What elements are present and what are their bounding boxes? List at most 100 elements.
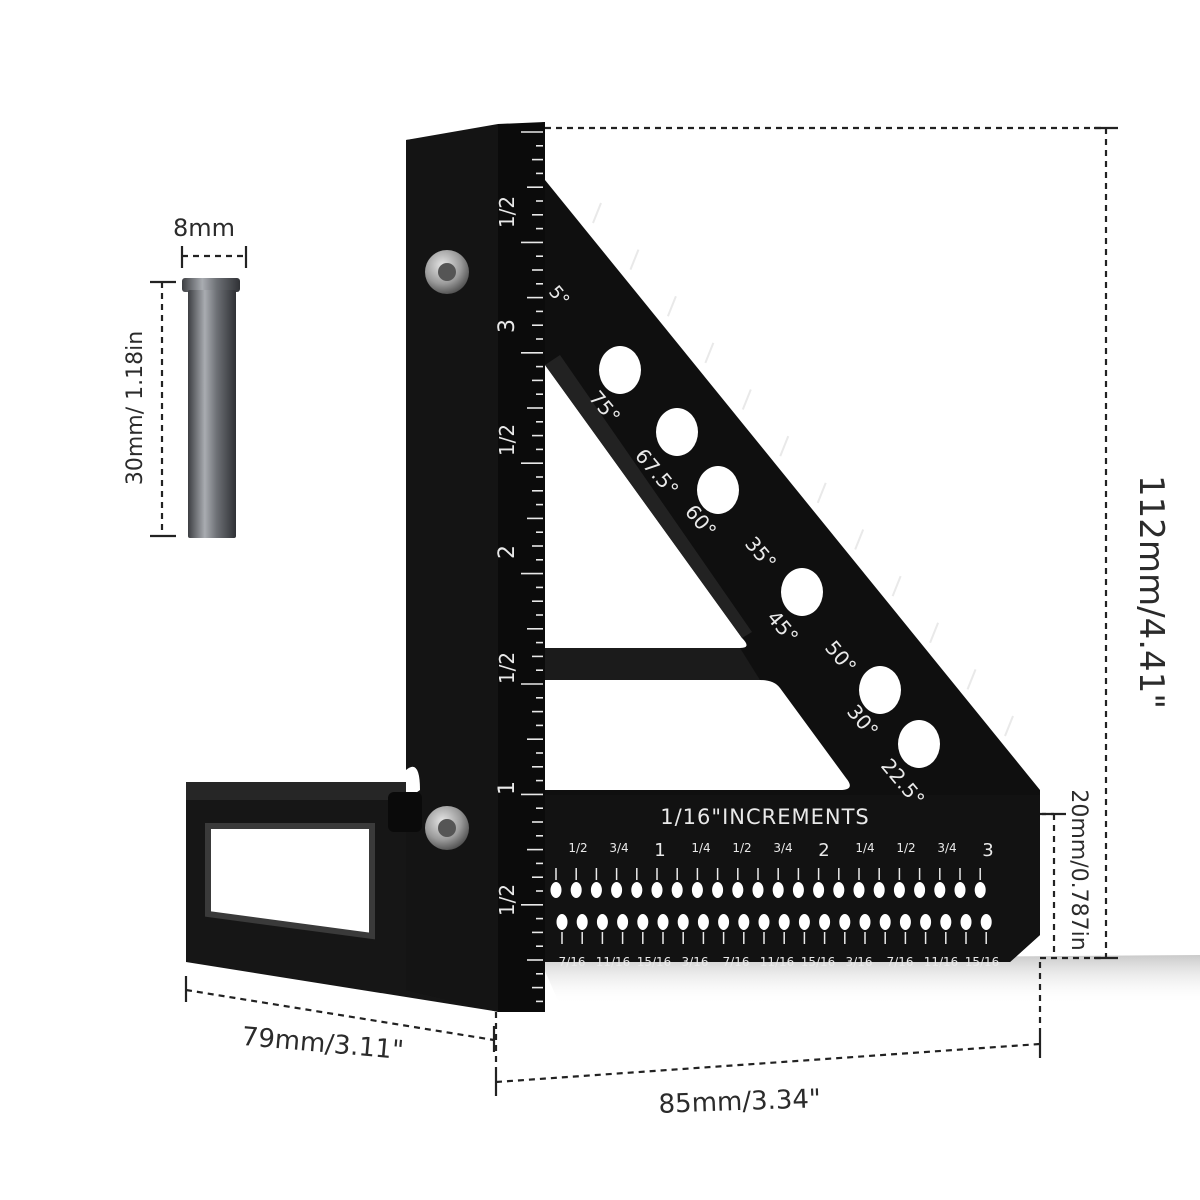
scale-hole	[873, 882, 885, 898]
height-dimension: 112mm/4.41"	[545, 126, 1171, 960]
base-height-label: 20mm/0.787in	[1066, 789, 1091, 950]
scale-hole	[914, 882, 926, 898]
height-label: 112mm/4.41"	[1131, 475, 1171, 709]
ruler-label: 1/2	[495, 196, 519, 228]
top-scale-label: 1/2	[732, 841, 751, 855]
pin-length-dimension: 30mm/ 1.18in	[123, 280, 176, 538]
bottom-scale-label: 3/16	[682, 955, 709, 969]
scale-hole	[596, 914, 608, 930]
pin-diameter-dimension: 8mm	[173, 214, 248, 268]
hypotenuse-tick	[704, 342, 715, 364]
floor-shadow	[540, 955, 1200, 1005]
bottom-scale-label: 7/16	[723, 955, 750, 969]
base-width-label: 85mm/3.34"	[658, 1084, 821, 1120]
bottom-scale-label: 7/16	[887, 955, 914, 969]
side-slot	[208, 826, 372, 936]
base-height-dimension: 20mm/0.787in	[1040, 789, 1091, 956]
pin-shaft	[188, 290, 236, 538]
scale-hole	[718, 914, 730, 930]
scale-hole	[980, 914, 992, 930]
scale-hole	[637, 914, 649, 930]
scale-hole	[697, 914, 709, 930]
lower-window	[545, 680, 850, 790]
scale-hole	[899, 914, 911, 930]
top-scale-label: 2	[818, 840, 829, 861]
bottom-scale-label: 11/16	[760, 955, 795, 969]
scale-hole	[752, 882, 764, 898]
scale-hole	[758, 914, 770, 930]
angle-hole	[697, 466, 739, 514]
scale-hole	[657, 914, 669, 930]
hypotenuse-tick	[1004, 715, 1014, 737]
scale-hole	[859, 914, 871, 930]
aluminum-square	[186, 122, 1040, 1012]
ruler-label: 1/2	[495, 652, 519, 684]
scale-hole	[940, 914, 952, 930]
ruler-label: 1/2	[495, 424, 519, 456]
top-scale-label: 3/4	[937, 841, 956, 855]
scale-hole	[631, 882, 643, 898]
hypotenuse-tick	[592, 202, 602, 224]
base-bar	[545, 795, 1040, 962]
angle-hole	[781, 568, 823, 616]
vertical-ruler-ticks	[521, 131, 543, 1003]
scale-hole	[798, 914, 810, 930]
pin-head	[182, 278, 240, 292]
increments-label: 1/16"INCREMENTS	[660, 805, 870, 829]
scale-hole	[671, 882, 683, 898]
hypotenuse-tick	[929, 622, 940, 644]
hypotenuse-tick	[816, 482, 827, 504]
scale-hole	[853, 882, 865, 898]
angle-hole	[859, 666, 901, 714]
scale-hole	[772, 882, 784, 898]
hypotenuse-tick	[666, 295, 677, 317]
hypotenuse-tick	[854, 529, 865, 550]
ruler-label: 1/2	[495, 884, 519, 916]
top-scale-label: 3/4	[773, 841, 792, 855]
scale-hole	[651, 882, 663, 898]
ruler-label: 3	[495, 319, 520, 333]
steel-pin	[182, 278, 240, 538]
top-scale-label: 3	[982, 840, 993, 861]
pin-diameter-label: 8mm	[173, 214, 235, 242]
scale-hole	[920, 914, 932, 930]
base-width-dimension: 85mm/3.34"	[494, 962, 1042, 1120]
scale-hole	[893, 882, 905, 898]
top-scale-label: 3/4	[609, 841, 628, 855]
hypotenuse-tick	[966, 668, 977, 690]
scale-hole	[617, 914, 629, 930]
scale-hole	[590, 882, 602, 898]
hypotenuse-tick	[629, 249, 640, 271]
hypotenuse-tick	[891, 575, 902, 597]
scale-hole	[833, 882, 845, 898]
scale-hole	[570, 882, 582, 898]
bottom-scale-label: 15/16	[965, 955, 1000, 969]
ruler-label: 1	[495, 781, 520, 795]
upper-window	[545, 365, 747, 648]
scale-hole	[879, 914, 891, 930]
scale-hole	[611, 882, 623, 898]
scale-holes	[550, 868, 992, 944]
top-scale-label: 1/2	[896, 841, 915, 855]
side-depth-label: 79mm/3.11"	[241, 1022, 405, 1066]
scale-hole	[778, 914, 790, 930]
scale-hole	[819, 914, 831, 930]
angle-holes	[599, 346, 940, 768]
bottom-scale-label: 3/16	[846, 955, 873, 969]
ruler-label: 2	[495, 545, 520, 559]
scale-hole	[556, 914, 568, 930]
hypotenuse-tick	[779, 435, 790, 457]
scale-hole	[732, 882, 744, 898]
scale-hole	[576, 914, 588, 930]
angle-hole	[656, 408, 698, 456]
scale-hole	[712, 882, 724, 898]
hypotenuse-ticks	[592, 202, 1014, 737]
scale-hole	[934, 882, 946, 898]
top-scale-label: 1/4	[855, 841, 874, 855]
scale-hole	[550, 882, 562, 898]
bottom-scale-label: 11/16	[596, 955, 631, 969]
angle-hole	[599, 346, 641, 394]
